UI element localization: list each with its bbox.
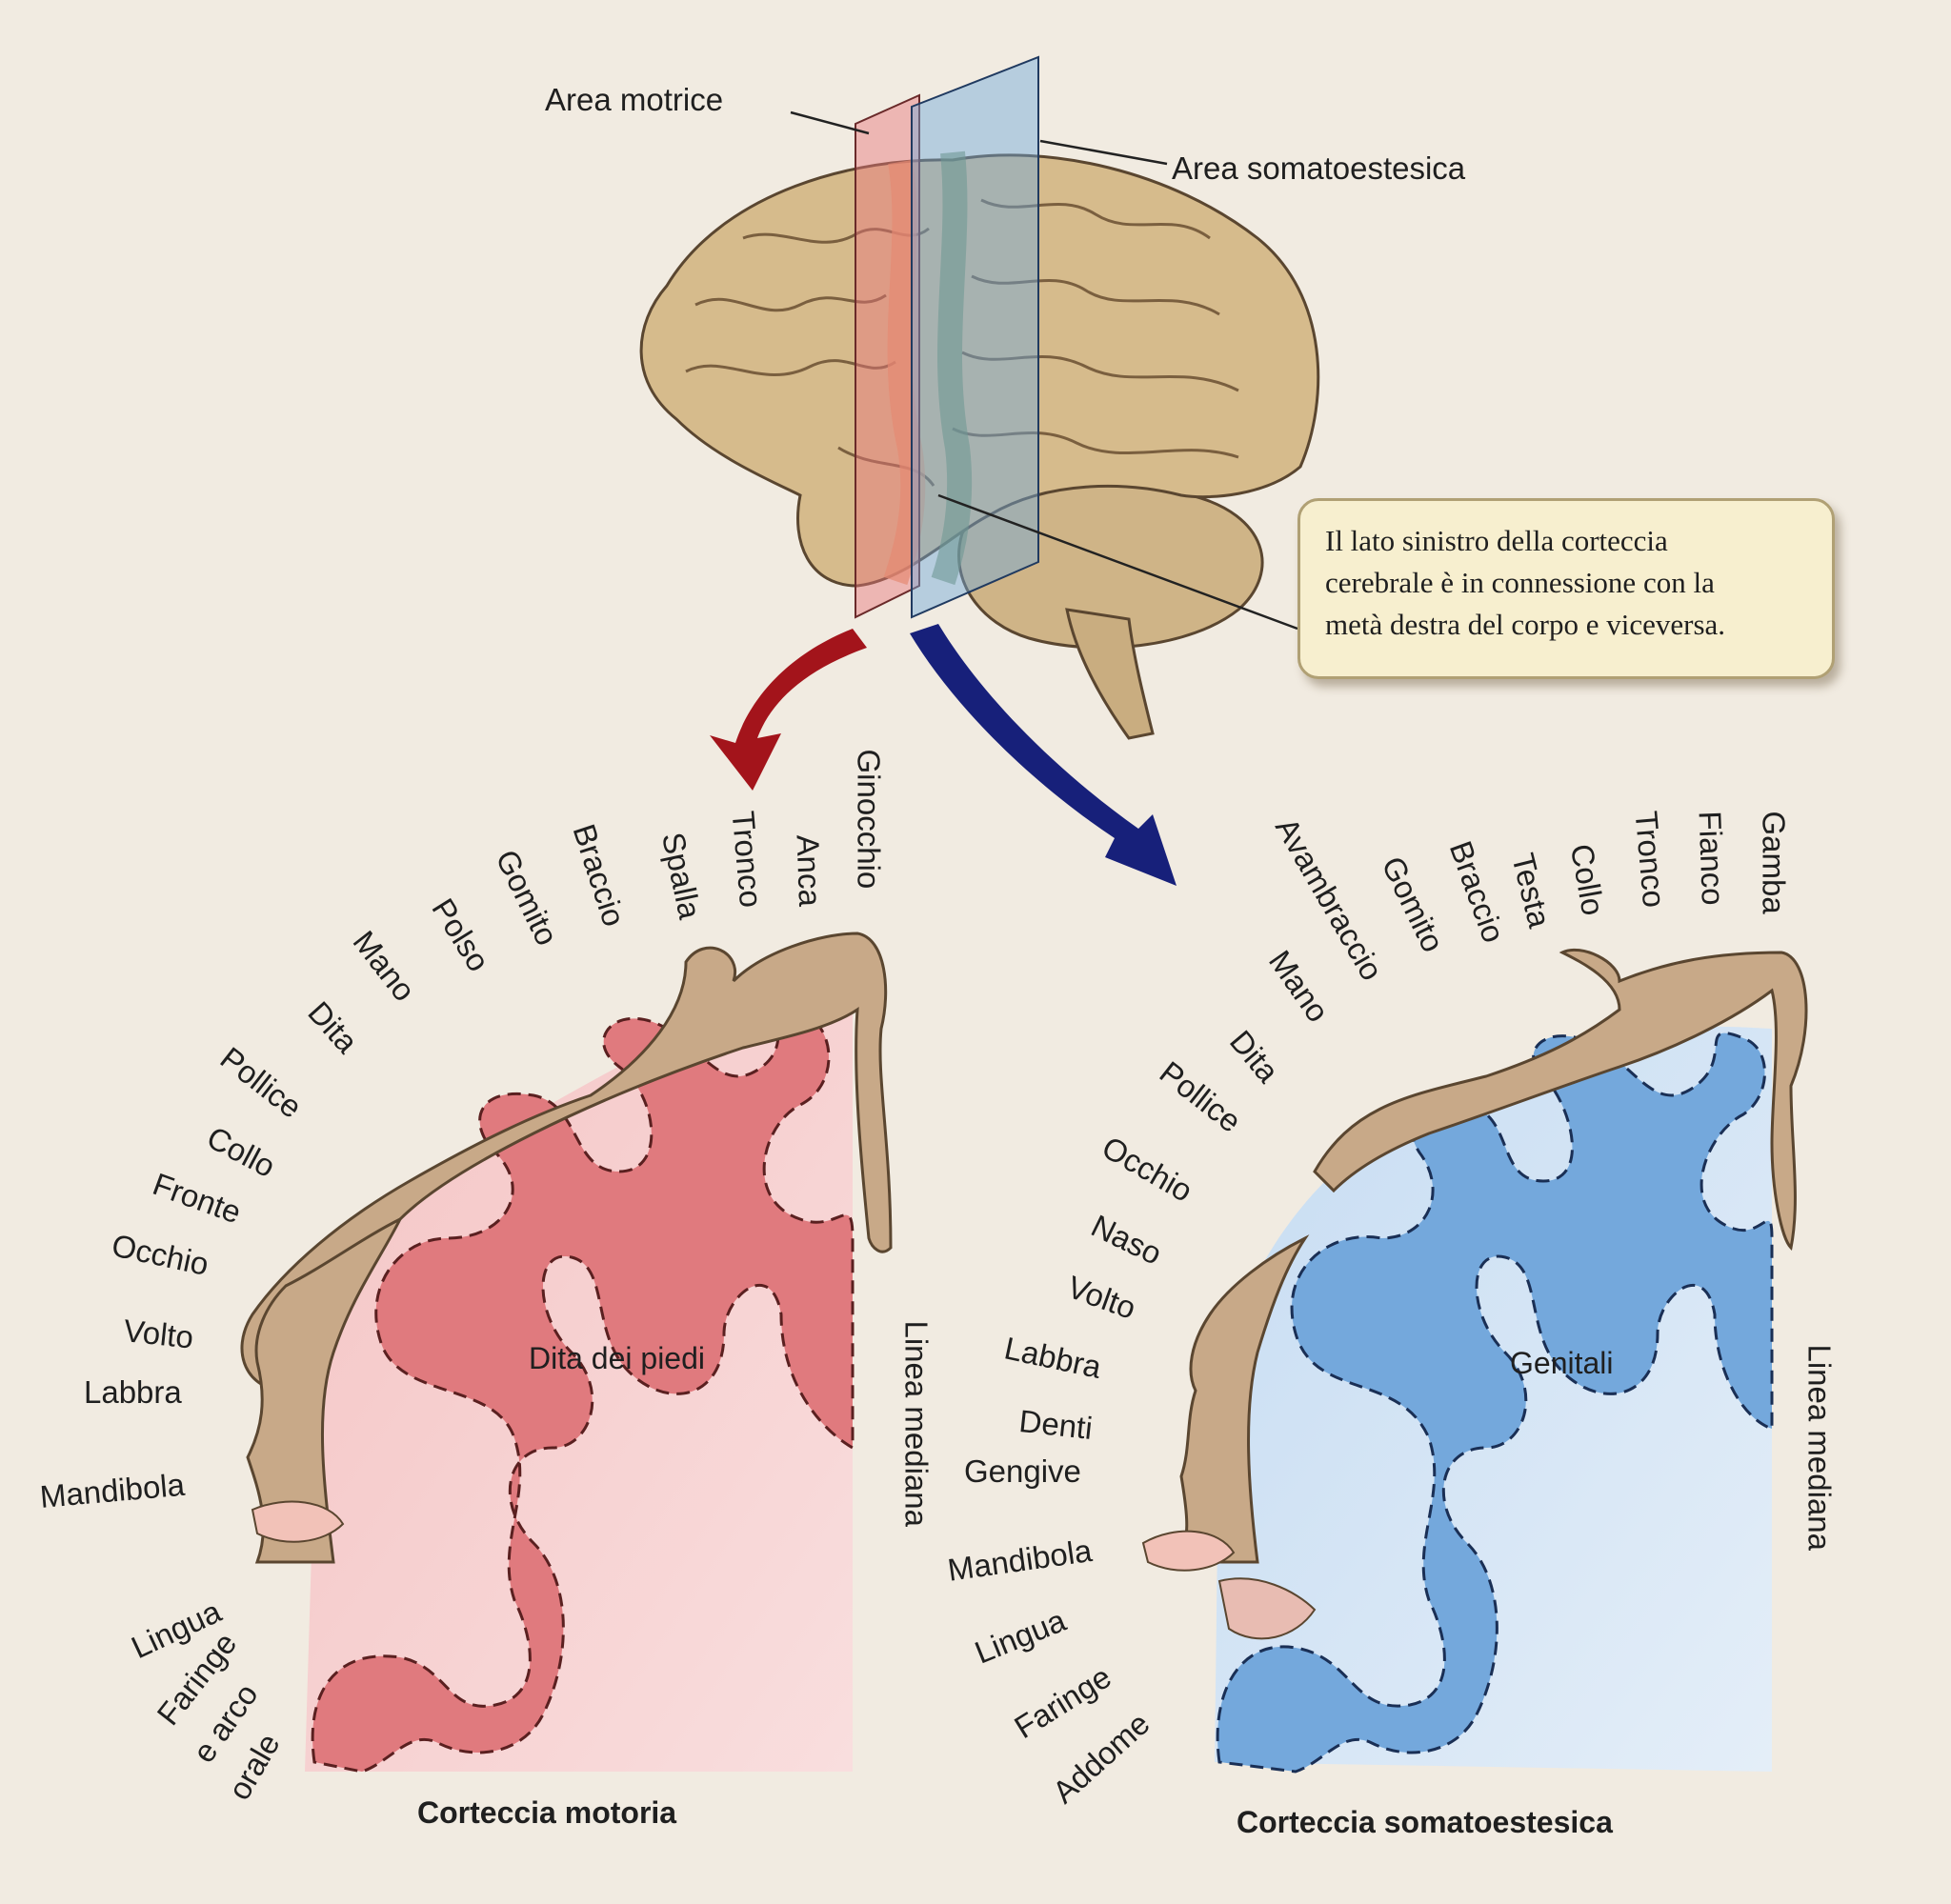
motor-strip — [883, 159, 926, 586]
somato-area-label: Area somatoestesica — [1172, 150, 1466, 186]
somato-face — [1178, 1234, 1310, 1564]
motor-inner-label: Dita dei piedi — [529, 1341, 705, 1375]
motor-face — [246, 1215, 404, 1564]
motor-part-label: Volto — [122, 1313, 195, 1355]
blue-arrow — [910, 624, 1177, 886]
somato-caption: Corteccia somatoestesica — [1237, 1805, 1613, 1839]
motor-midline-label: Linea mediana — [898, 1320, 935, 1528]
somato-homunculus — [1313, 948, 1808, 1252]
somato-part-label: Fianco — [1692, 810, 1731, 907]
somato-cortex-section — [1141, 948, 1808, 1774]
somato-part-label: Denti — [1017, 1403, 1095, 1446]
cerebrum — [639, 153, 1320, 588]
brain-stem — [1065, 608, 1155, 740]
motor-cortex-section — [240, 932, 893, 1774]
somato-inner-label: Genitali — [1510, 1346, 1614, 1380]
motor-plane — [855, 93, 920, 619]
motor-part-label: Tronco — [725, 809, 770, 910]
somato-tongue — [1141, 1530, 1236, 1572]
motor-caption: Corteccia motoria — [417, 1795, 677, 1830]
note-line-3: metà destra del corpo e viceversa. — [1325, 608, 1726, 641]
motor-part-label: Ginocchio — [851, 749, 887, 890]
motor-part-label: Labbra — [84, 1374, 182, 1410]
callout-note: Il lato sinistro della corteccia cerebra… — [1297, 498, 1835, 679]
red-arrow — [710, 629, 867, 791]
somato-abdomen — [1217, 1577, 1317, 1640]
note-line-1: Il lato sinistro della corteccia — [1325, 524, 1668, 557]
brain-illustration — [639, 55, 1320, 740]
somato-midline-label: Linea mediana — [1801, 1344, 1838, 1552]
somato-plane — [911, 55, 1039, 619]
somato-strip — [931, 150, 973, 586]
motor-tongue — [251, 1500, 345, 1543]
somato-cortex-gyri — [1216, 1032, 1774, 1774]
motor-part-label: Anca — [790, 833, 829, 908]
note-line-2: cerebrale è in connessione con la — [1325, 566, 1715, 599]
somato-part-label: Gamba — [1756, 811, 1792, 914]
motor-area-label: Area motrice — [545, 82, 724, 117]
brain-gyri — [685, 198, 1239, 487]
somato-part-label: Gengive — [964, 1453, 1081, 1489]
somato-part-label: Tronco — [1628, 809, 1673, 910]
